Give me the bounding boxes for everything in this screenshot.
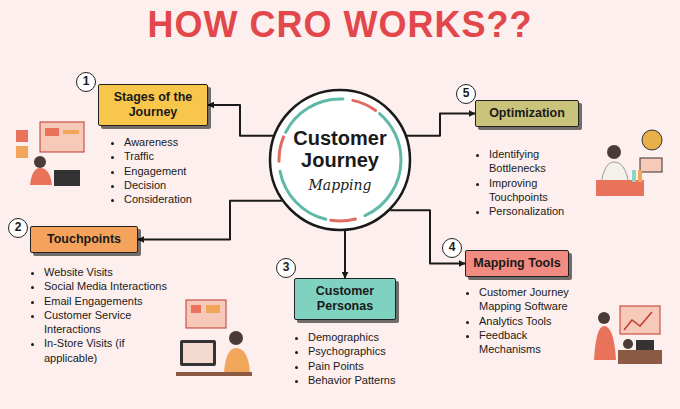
bullet-list: Identifying BottlenecksImproving Touchpo… <box>475 147 587 218</box>
bullet-item: Behavior Patterns <box>308 373 424 387</box>
hub-title: Customer Journey <box>284 127 396 171</box>
gear <box>642 130 662 150</box>
hub-circle: Customer JourneyMapping <box>268 88 412 232</box>
chart-line <box>624 312 652 330</box>
section-node: OptimizationIdentifying BottlenecksImpro… <box>475 100 587 218</box>
test-tube <box>632 170 636 182</box>
bullet-list: DemographicsPsychographicsPain PointsBeh… <box>294 330 424 387</box>
connector <box>390 210 465 263</box>
section-node: TouchpointsWebsite VisitsSocial Media In… <box>30 226 170 365</box>
bullet-item: Customer Journey Mapping Software <box>479 285 590 314</box>
section-node: Stages of the JourneyAwarenessTrafficEng… <box>98 84 220 206</box>
bullet-list: Website VisitsSocial Media InteractionsE… <box>30 265 170 365</box>
callout-number: 2 <box>8 218 28 238</box>
bullet-item: Email Engagements <box>44 294 170 308</box>
mapping-tools-illustration <box>594 306 662 364</box>
desk <box>618 350 662 364</box>
section-header: Customer Personas <box>294 278 396 320</box>
bullet-item: Engagement <box>124 164 220 178</box>
person-head <box>623 339 633 349</box>
person-head <box>607 145 621 159</box>
callout-number: 4 <box>442 238 462 258</box>
touchpoints-illustration <box>176 300 252 376</box>
optimization-illustration <box>596 130 662 196</box>
board <box>40 122 84 152</box>
connector <box>344 231 346 278</box>
hub-subtitle: Mapping <box>308 177 371 193</box>
person-head <box>34 156 46 168</box>
section-header: Optimization <box>475 100 579 127</box>
note <box>206 305 220 313</box>
bullet-item: Psychographics <box>308 344 424 358</box>
person-head <box>598 312 610 324</box>
bullet-item: Customer Service Interactions <box>44 308 170 337</box>
callout-number: 1 <box>76 72 96 92</box>
bullet-item: In-Store Visits (if applicable) <box>44 336 170 365</box>
section-header: Stages of the Journey <box>98 84 208 126</box>
title: HOW CRO WORKS?? <box>0 4 680 46</box>
hub-ring <box>270 90 410 230</box>
bullet-item: Consideration <box>124 192 220 206</box>
lab-bench <box>596 180 644 196</box>
connector <box>407 114 475 136</box>
test-tube <box>638 170 642 182</box>
monitor-screen <box>183 343 213 363</box>
bullet-item: Analytics Tools <box>479 314 590 328</box>
bullet-item: Improving Touchpoints <box>489 176 587 205</box>
person-body <box>30 168 52 185</box>
person-body <box>594 326 616 360</box>
desk <box>176 372 252 376</box>
callout-number: 5 <box>456 84 476 104</box>
board-chart <box>45 128 59 136</box>
person-head <box>229 331 243 345</box>
laptop <box>54 170 80 186</box>
person-body <box>224 348 250 372</box>
sticky-note <box>16 130 28 142</box>
bullet-item: Traffic <box>124 149 220 163</box>
laptop <box>636 340 654 350</box>
chart-card <box>640 158 662 172</box>
callout-number: 3 <box>276 258 296 278</box>
bullet-item: Personalization <box>489 204 587 218</box>
bullet-item: Feedback Mechanisms <box>479 328 590 357</box>
section-node: Mapping ToolsCustomer Journey Mapping So… <box>465 250 590 356</box>
stages-illustration <box>16 122 84 186</box>
connector <box>208 105 273 136</box>
wall-board <box>186 300 226 328</box>
bullet-item: Website Visits <box>44 265 170 279</box>
bullet-item: Decision <box>124 178 220 192</box>
bullet-item: Awareness <box>124 135 220 149</box>
section-header: Touchpoints <box>30 226 138 253</box>
note <box>191 305 201 313</box>
hub-inner-arc <box>279 99 401 221</box>
connector <box>138 201 282 240</box>
bullet-list: AwarenessTrafficEngagementDecisionConsid… <box>110 135 220 206</box>
chart-board <box>620 306 660 334</box>
hub-inner-arc <box>279 99 401 221</box>
monitor <box>180 340 216 366</box>
bullet-item: Demographics <box>308 330 424 344</box>
board-bar <box>63 130 79 134</box>
bullet-item: Social Media Interactions <box>44 279 170 293</box>
section-header: Mapping Tools <box>465 250 569 277</box>
sticky-note <box>16 146 28 158</box>
section-node: Customer PersonasDemographicsPsychograph… <box>294 278 424 387</box>
bullet-item: Pain Points <box>308 359 424 373</box>
bullet-item: Identifying Bottlenecks <box>489 147 587 176</box>
bullet-list: Customer Journey Mapping SoftwareAnalyti… <box>465 285 590 356</box>
